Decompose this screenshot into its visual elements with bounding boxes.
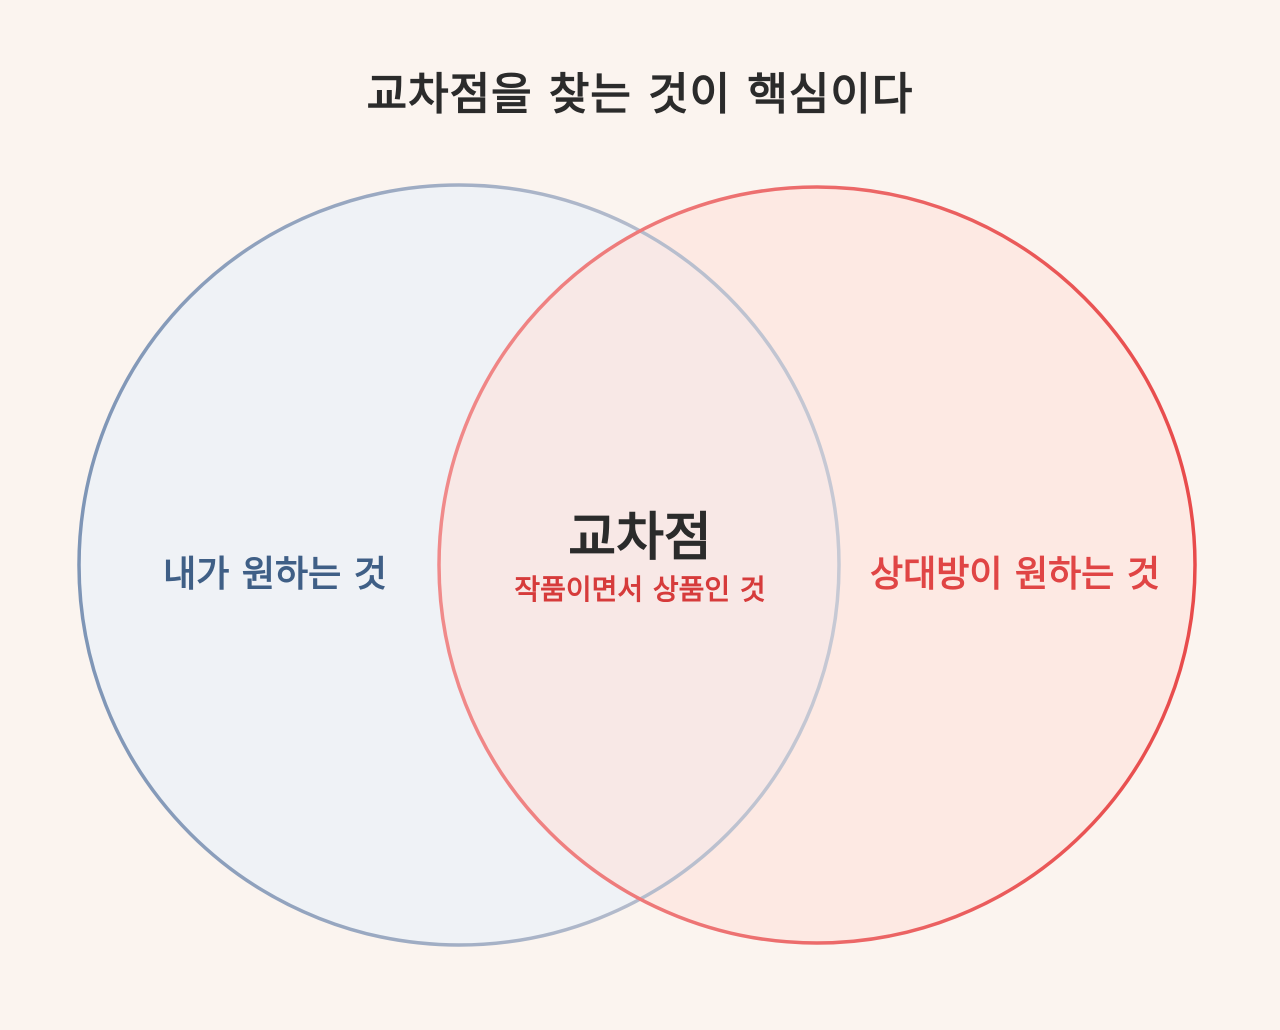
left-set-label: 내가 원하는 것	[163, 554, 387, 595]
right-circle-outline	[437, 185, 1197, 945]
left-circle-outline	[77, 183, 841, 947]
page-title: 교차점을 찾는 것이 핵심이다	[366, 69, 914, 120]
right-circle	[439, 187, 1195, 943]
right-set-label: 상대방이 원하는 것	[869, 554, 1161, 595]
intersection-sublabel: 작품이면서 상품인 것	[514, 573, 766, 606]
intersection-label: 교차점	[568, 508, 712, 568]
